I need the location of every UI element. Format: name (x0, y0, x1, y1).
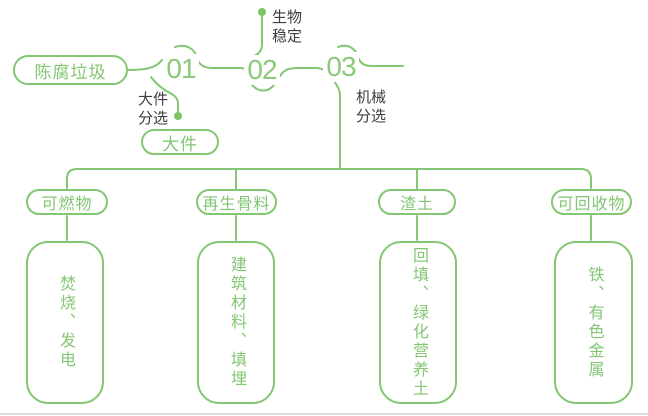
product-text-recycled-aggregate: 建筑材料、填埋 (228, 256, 245, 389)
product-box-slag-soil: 回填、绿化营养土 (379, 241, 457, 404)
category-node-recycled-aggregate: 再生骨料 (196, 189, 277, 215)
step-number-03: 03 (323, 51, 359, 82)
dot-bio-stabilization (258, 8, 266, 16)
product-text-recyclables: 铁、有色金属 (585, 265, 603, 380)
bottom-edge-line (0, 413, 648, 415)
step-number-01: 01 (163, 53, 199, 84)
branch-line (66, 168, 592, 189)
source-node-stale-waste: 陈腐垃圾 (13, 55, 128, 85)
dot-bulky-output (174, 112, 182, 120)
product-box-recyclables: 铁、有色金属 (554, 241, 633, 404)
bulky-output-node: 大件 (141, 129, 219, 155)
product-text-slag-soil: 回填、绿化营养土 (410, 246, 427, 399)
product-text-combustibles: 焚烧、发电 (57, 275, 74, 370)
line-01-to-bulky-output (150, 76, 179, 113)
product-box-recycled-aggregate: 建筑材料、填埋 (197, 241, 275, 404)
line-bio-stabilization-connector (248, 15, 263, 58)
category-node-recyclables: 可回收物 (551, 189, 632, 215)
line-source-to-01 (127, 59, 163, 71)
category-node-slag-soil: 渣土 (378, 189, 456, 215)
category-node-combustibles: 可燃物 (26, 189, 108, 215)
label-mechanical-sorting: 机械分选 (356, 89, 387, 125)
label-bio-stabilization: 生物稳定 (272, 9, 303, 45)
label-bulky-sorting: 大件分选 (138, 91, 169, 127)
product-box-combustibles: 焚烧、发电 (26, 241, 104, 404)
step-number-02: 02 (244, 54, 280, 85)
